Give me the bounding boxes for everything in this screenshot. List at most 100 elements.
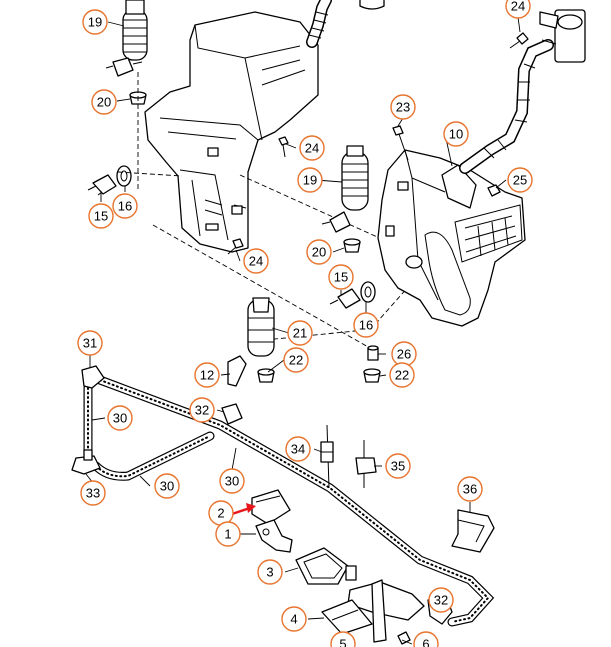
t-piece-33 — [71, 449, 101, 475]
callout-31: 31 — [77, 330, 103, 356]
seal-3 — [295, 547, 349, 585]
callout-12: 12 — [194, 362, 220, 388]
assembly-line-upper-3 — [152, 224, 371, 349]
screw-24-top-right — [509, 32, 529, 49]
svg-text:23: 23 — [396, 100, 410, 115]
callout-32: 32 — [189, 397, 215, 423]
svg-text:10: 10 — [449, 127, 463, 142]
callout-15: 15 — [88, 203, 114, 229]
bolt-23 — [392, 125, 409, 161]
svg-text:24: 24 — [511, 0, 525, 14]
clip-34 — [320, 424, 334, 489]
svg-text:22: 22 — [289, 353, 303, 368]
svg-text:33: 33 — [86, 486, 100, 501]
svg-text:30: 30 — [160, 479, 174, 494]
callout-26: 26 — [391, 341, 417, 367]
callout-24: 24 — [243, 248, 269, 274]
bracket-36 — [451, 509, 495, 553]
callout-22: 22 — [389, 362, 415, 388]
callout-4: 4 — [281, 606, 307, 632]
grommet-22-mid — [257, 368, 275, 383]
callout-16: 16 — [353, 312, 379, 338]
svg-text:25: 25 — [513, 173, 527, 188]
hose-30-lower — [91, 431, 215, 481]
svg-text:20: 20 — [97, 95, 111, 110]
elbow-12 — [227, 355, 247, 387]
svg-text:21: 21 — [293, 326, 307, 341]
svg-text:30: 30 — [113, 411, 127, 426]
callout-32: 32 — [428, 587, 454, 613]
callout-10: 10 — [443, 121, 469, 147]
callout-24: 24 — [505, 0, 531, 19]
assembly-line-upper-4 — [239, 174, 396, 246]
washer-reservoir-left — [144, 11, 319, 253]
callout-1: 1 — [215, 521, 241, 547]
svg-text:24: 24 — [249, 254, 263, 269]
svg-text:3: 3 — [266, 565, 273, 580]
nozzle-cover-2 — [251, 489, 291, 525]
svg-text:4: 4 — [290, 612, 297, 627]
callout-3: 3 — [257, 559, 283, 585]
pointer-arrow — [231, 503, 256, 516]
plug-26-grommet-22 — [363, 345, 381, 383]
callout-16: 16 — [112, 193, 138, 219]
svg-text:31: 31 — [83, 336, 97, 351]
callout-25: 25 — [507, 167, 533, 193]
connector-31 — [81, 365, 105, 389]
svg-text:34: 34 — [291, 442, 305, 457]
clip-35 — [355, 440, 377, 488]
svg-text:1: 1 — [224, 527, 231, 542]
svg-text:35: 35 — [391, 459, 405, 474]
svg-text:19: 19 — [303, 173, 317, 188]
callout-33: 33 — [80, 480, 106, 506]
screw-24-mid — [278, 136, 289, 158]
washer-pump-21 — [247, 297, 275, 357]
callout-24: 24 — [299, 135, 325, 161]
screw-6 — [397, 631, 411, 645]
callout-30: 30 — [154, 473, 180, 499]
svg-text:24: 24 — [305, 141, 319, 156]
svg-text:6: 6 — [422, 637, 429, 647]
nozzle-1 — [255, 519, 293, 553]
callout-30: 30 — [107, 405, 133, 431]
callout-35: 35 — [385, 453, 411, 479]
svg-text:26: 26 — [397, 347, 411, 362]
svg-text:12: 12 — [200, 368, 214, 383]
svg-text:2: 2 — [217, 506, 224, 521]
screw-24-low — [227, 238, 244, 255]
svg-text:32: 32 — [434, 593, 448, 608]
connector-32-upper — [221, 403, 243, 425]
hose-30-long — [95, 375, 495, 627]
svg-text:5: 5 — [339, 637, 346, 647]
grommet-20-right — [343, 238, 361, 253]
assembly-line-upper-6 — [369, 267, 426, 331]
callout-20: 20 — [306, 239, 332, 265]
washer-pump-19-right — [321, 145, 369, 233]
callout-22: 22 — [283, 347, 309, 373]
pump-15-16-right — [329, 281, 376, 309]
callout-19: 19 — [297, 167, 323, 193]
filler-neck-hose-left — [306, 0, 385, 48]
svg-text:19: 19 — [88, 15, 102, 30]
callout-30: 30 — [219, 468, 245, 494]
callout-23: 23 — [390, 94, 416, 120]
washer-pump-19-left — [105, 0, 148, 77]
svg-text:20: 20 — [312, 245, 326, 260]
callout-20: 20 — [91, 89, 117, 115]
callout-34: 34 — [285, 436, 311, 462]
filler-neck-hose-right — [459, 9, 586, 174]
callout-36: 36 — [457, 476, 483, 502]
svg-text:16: 16 — [359, 318, 373, 333]
svg-text:15: 15 — [334, 270, 348, 285]
washer-reservoir-right — [377, 149, 526, 327]
svg-text:22: 22 — [395, 368, 409, 383]
callout-21: 21 — [287, 320, 313, 346]
callout-6: 6 — [413, 631, 439, 647]
assembly-line-upper-2 — [117, 171, 183, 177]
svg-text:16: 16 — [118, 199, 132, 214]
assembly-line-upper-5 — [264, 329, 366, 341]
callout-19: 19 — [82, 9, 108, 35]
pump-15-16-left — [87, 165, 132, 196]
svg-text:32: 32 — [195, 403, 209, 418]
